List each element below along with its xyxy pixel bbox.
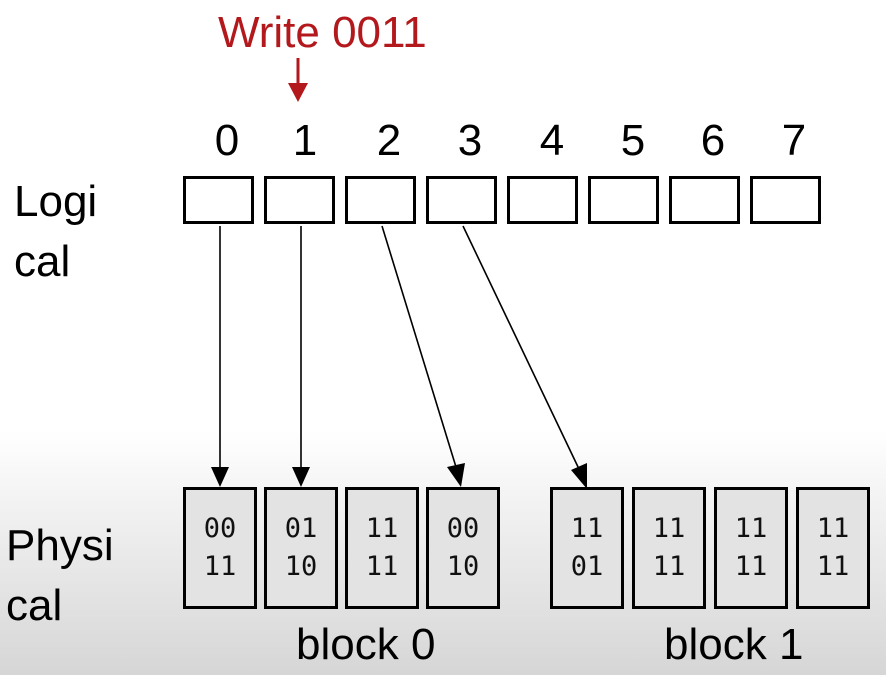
logical-index-0: 0	[214, 116, 240, 165]
physical-page-3-top: 00	[446, 513, 480, 544]
logical-label-line2: cal	[14, 237, 71, 286]
mapping-arrowhead-2	[447, 463, 465, 487]
physical-label-line2: cal	[6, 581, 63, 630]
physical-page-1-bottom: 10	[284, 551, 318, 582]
mapping-arrow-3	[462, 225, 580, 470]
logical-page-5	[588, 176, 659, 224]
mapping-arrowhead-3	[571, 463, 587, 489]
logical-page-4	[507, 176, 578, 224]
write-arrow-head	[288, 83, 308, 102]
physical-page-4-bottom: 01	[570, 551, 604, 582]
mapping-arrowhead-0	[211, 467, 229, 487]
physical-page-6-top: 11	[734, 513, 768, 544]
write-label: Write 0011	[218, 8, 427, 57]
physical-label-line1: Physi	[6, 521, 114, 570]
physical-page-7: 11 11	[796, 487, 870, 609]
logical-index-5: 5	[620, 116, 646, 165]
physical-page-5-bottom: 11	[652, 551, 686, 582]
physical-page-4: 11 01	[550, 487, 624, 609]
logical-page-0	[183, 176, 254, 224]
logical-page-6	[669, 176, 740, 224]
block-0-label: block 0	[296, 620, 436, 669]
physical-page-0-top: 00	[203, 513, 237, 544]
mapping-arrow-2	[381, 225, 457, 468]
physical-page-7-bottom: 11	[816, 551, 850, 582]
physical-page-0-bottom: 11	[203, 551, 237, 582]
mapping-arrowhead-1	[292, 467, 310, 487]
logical-page-3	[426, 176, 497, 224]
physical-page-4-top: 11	[570, 513, 604, 544]
physical-page-5: 11 11	[632, 487, 706, 609]
physical-page-1: 01 10	[264, 487, 338, 609]
physical-page-5-top: 11	[652, 513, 686, 544]
physical-page-1-top: 01	[284, 513, 318, 544]
physical-page-6: 11 11	[714, 487, 788, 609]
physical-page-6-bottom: 11	[734, 551, 768, 582]
logical-page-1	[264, 176, 335, 224]
logical-index-6: 6	[700, 116, 726, 165]
logical-index-3: 3	[457, 116, 483, 165]
physical-page-3-bottom: 10	[446, 551, 480, 582]
physical-page-2-bottom: 11	[365, 551, 399, 582]
logical-index-2: 2	[376, 116, 402, 165]
block-1-label: block 1	[664, 620, 804, 669]
logical-index-4: 4	[539, 116, 565, 165]
logical-label-line1: Logi	[14, 177, 98, 226]
physical-page-0: 00 11	[183, 487, 257, 609]
logical-page-2	[345, 176, 416, 224]
logical-page-7	[750, 176, 821, 224]
logical-index-1: 1	[292, 116, 318, 165]
physical-page-3: 00 10	[426, 487, 500, 609]
physical-page-2: 11 11	[345, 487, 419, 609]
logical-index-7: 7	[781, 116, 807, 165]
physical-page-2-top: 11	[365, 513, 399, 544]
physical-page-7-top: 11	[816, 513, 850, 544]
